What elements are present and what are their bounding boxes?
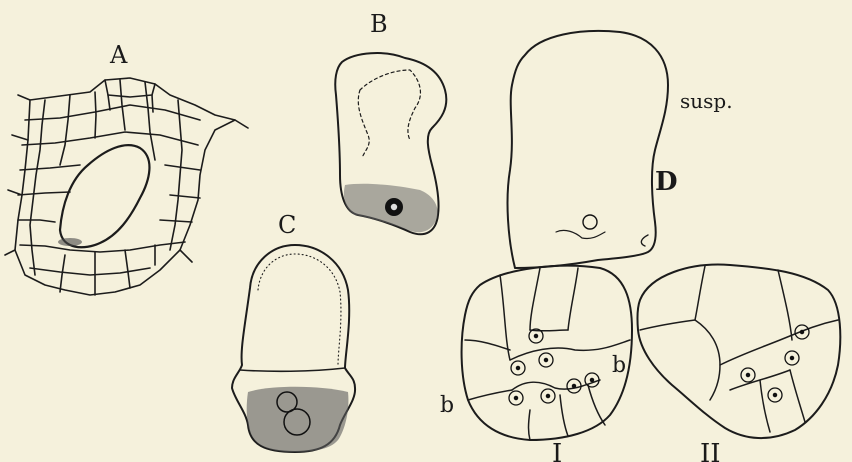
embryo-i-walls — [465, 268, 630, 440]
embryo-c-stipple — [247, 387, 349, 452]
suspensor-notch — [641, 235, 648, 246]
embryo-c-division — [240, 368, 345, 371]
embryo-b-inner-2 — [358, 90, 369, 158]
panel-c: C — [232, 211, 355, 452]
label-one: I — [552, 439, 562, 462]
label-b-left: b — [440, 393, 454, 418]
embryo-b-nucleolus — [391, 204, 397, 210]
label-two: II — [700, 439, 721, 462]
suspensor-outline — [508, 31, 668, 268]
panel-a: A — [5, 41, 248, 295]
label-b-right: b — [612, 353, 626, 378]
cavity-outline — [60, 145, 149, 247]
label-a: A — [109, 41, 128, 69]
suspensor-strand — [556, 230, 605, 238]
embryo-i-nuclei — [509, 329, 599, 405]
embryo-ii-outline — [637, 265, 840, 438]
embryo-ii-walls — [640, 266, 838, 432]
suspensor-nucleus — [583, 215, 597, 229]
panel-d: susp. D — [440, 31, 840, 462]
cavity-stipple — [58, 238, 82, 246]
embryo-b-inner — [360, 70, 420, 140]
label-d: D — [655, 167, 678, 197]
panel-b: B — [335, 10, 446, 234]
label-b: B — [370, 10, 388, 38]
label-susp: susp. — [680, 89, 733, 113]
embryo-ii-nuclei — [741, 325, 809, 402]
label-c: C — [278, 211, 296, 239]
embryo-c-inner — [258, 254, 341, 365]
embryo-ii: II — [637, 265, 840, 462]
tissue-network — [5, 78, 248, 295]
embryo-i: b b I — [440, 266, 632, 462]
